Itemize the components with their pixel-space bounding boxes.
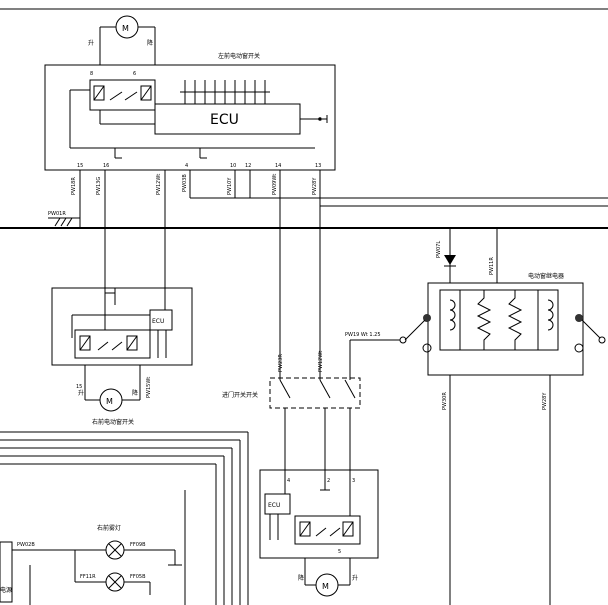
pin-13: 13 [315, 163, 321, 169]
top-motor-down: 降 [147, 39, 153, 47]
right-front-motor: M 升 降 右前电动窗开关 PW15Wt [78, 365, 152, 426]
door-switch-label: 进门开关开关 [222, 391, 258, 399]
bus-lines: PW01R [0, 197, 608, 229]
rf-motor-label: M [106, 397, 113, 406]
pin-16: 16 [103, 163, 109, 169]
relay-label: 电动窗继电器 [528, 272, 564, 280]
lamp-fragment-label: 电源 [0, 586, 12, 594]
lamp-section: 右前雾灯 PW02B FF09B FF11R FF05B 电源 [0, 431, 249, 605]
door-switch: 进门开关开关 PW23R PW12Wt PW19 Wt 1.25 [222, 206, 400, 470]
wire-code-7: PW28Y [312, 177, 318, 195]
rear-pin-3: 3 [352, 478, 355, 484]
top-motor: M 升 降 [88, 15, 156, 65]
rear-pin-2: 2 [327, 478, 330, 484]
wire-code-6: PW09Wt [272, 174, 278, 195]
rf-motor-down: 降 [132, 389, 138, 397]
rear-motor: M 降 升 [298, 558, 358, 597]
wire-code-19: FF05B [130, 574, 146, 580]
wire-code-11: PW28Y [542, 392, 548, 410]
wire-code-12: PW11R [489, 257, 495, 275]
wire-code-15: PW01R [48, 211, 66, 217]
wire-code-17: FF09B [130, 542, 146, 548]
rear-motor-up: 升 [352, 574, 358, 582]
ecu-small-label: ECU [152, 318, 164, 325]
top-motor-label: M [122, 24, 129, 33]
wire-code-5: PW10Y [227, 177, 233, 195]
rear-motor-down: 降 [298, 574, 304, 582]
wire-code-8: PW23R [278, 354, 284, 372]
wire-code-16: PW02B [17, 542, 35, 548]
pin-4: 4 [185, 163, 188, 169]
pin-12: 12 [245, 163, 251, 169]
left-front-switch-label: 左前电动窗开关 [218, 52, 260, 60]
wire-code-1: PW18R [71, 177, 77, 195]
wire-code-13: PW07L [436, 241, 442, 258]
wire-code-18: FF11R [80, 574, 96, 580]
rear-pin-4: 4 [287, 478, 290, 484]
wire-code-2: PW13G [96, 177, 102, 195]
rear-pin-5: 5 [338, 549, 341, 555]
wire-code-3: PW12Wt [156, 174, 162, 195]
wire-code-4: PW03B [182, 174, 188, 192]
left-front-switch-box: 左前电动窗开关 8 6 ECU 15 1 [44, 52, 336, 171]
right-front-switch-label: 右前电动窗开关 [92, 418, 134, 426]
pin-6: 6 [133, 71, 136, 77]
pin-14: 14 [275, 163, 281, 169]
pin-15: 15 [77, 163, 83, 169]
right-fog-lamp-label: 右前雾灯 [97, 524, 121, 532]
pin-8: 8 [90, 71, 93, 77]
right-front-switch-box: ECU 15 [51, 287, 193, 390]
wire-code-10: PW30R [442, 392, 448, 410]
rf-motor-up: 升 [78, 389, 84, 397]
rear-motor-label: M [322, 582, 329, 591]
wire-code-14: PW15Wt [146, 377, 152, 398]
top-motor-up: 升 [88, 39, 94, 47]
rf-pin-15: 15 [76, 384, 82, 390]
rear-ecu-label: ECU [268, 502, 280, 509]
pin-10: 10 [230, 163, 236, 169]
window-relay: 电动窗继电器 PW07L PW11R PW30R PW28Y [399, 228, 606, 605]
rear-switch-box: 4 2 3 ECU 5 [259, 469, 379, 559]
wires-left-front: PW18R PW13G PW12Wt PW03B PW10Y PW09Wt PW… [71, 170, 321, 380]
wire-code-9: PW12Wt [318, 351, 324, 372]
pw19-label: PW19 Wt 1.25 [345, 332, 381, 338]
ecu-label: ECU [210, 112, 239, 128]
